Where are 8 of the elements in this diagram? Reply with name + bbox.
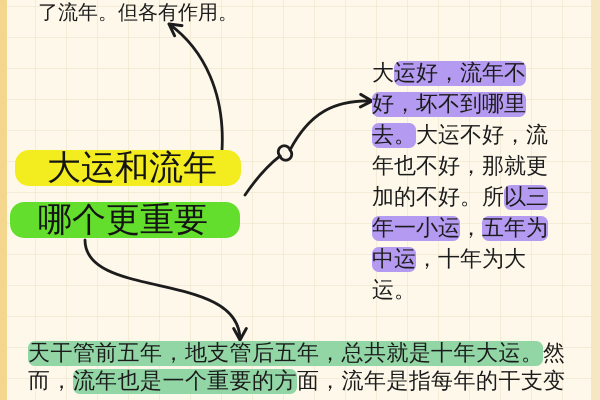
highlighted-title-text: 哪个更重要 (10, 202, 240, 238)
paragraph-text: 大运好，流年不好，坏不到哪里去。大运不好，流年也不好，那就更加的不好。所以三年一小运，五年为中运，十年为大运。 (372, 58, 550, 306)
paragraph-text: 天干管前五年，地支管后五年，总共就是十年大运。然而，流年也是一个重要的方面，流年是指每年的干支变 (28, 340, 576, 396)
highlighted-title-text: 大运和流年 (15, 150, 241, 186)
curved-arrow (244, 93, 374, 196)
curved-arrow (168, 22, 224, 152)
curved-arrow (84, 238, 246, 342)
paragraph-text: 了流年。但各有作用。 (38, 0, 250, 24)
